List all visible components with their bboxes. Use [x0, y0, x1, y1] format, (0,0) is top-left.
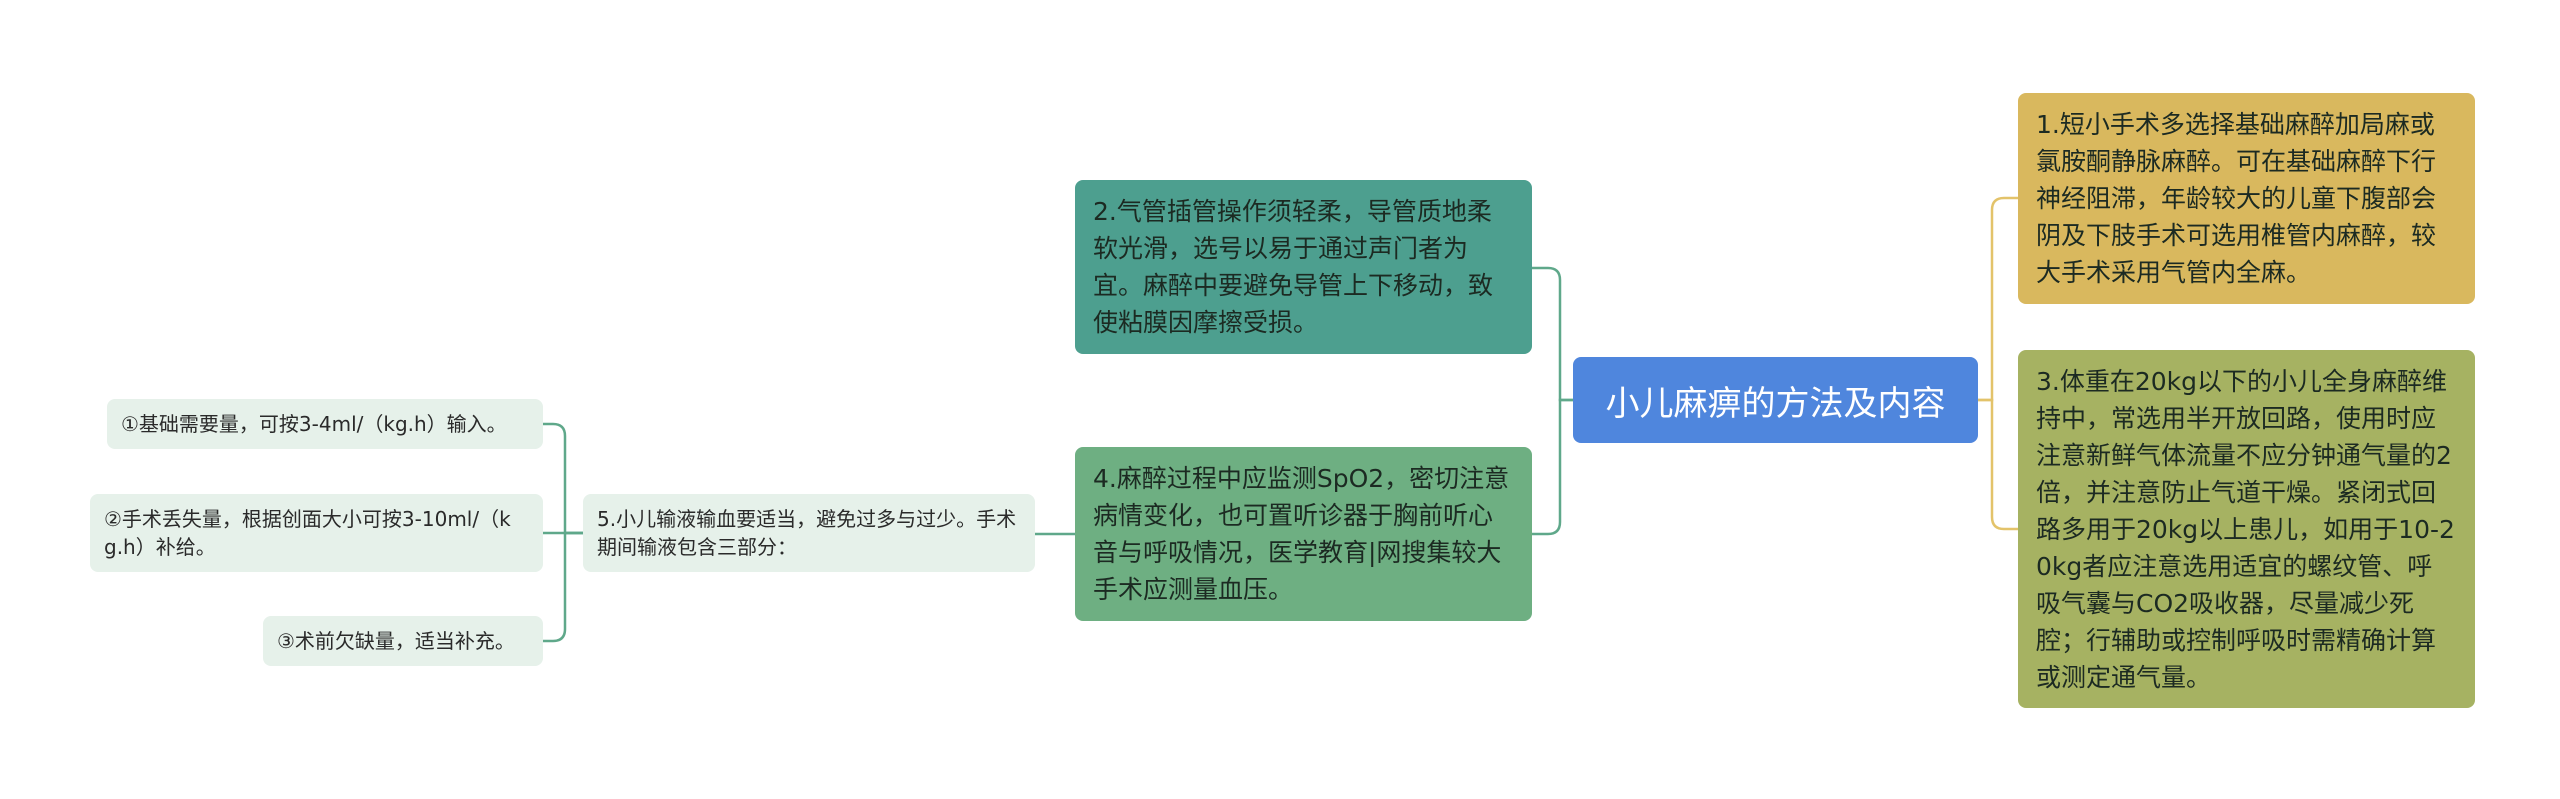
leaf-node-2[interactable]: ②手术丢失量，根据创面大小可按3-10ml/（kg.h）补给。 [90, 494, 543, 572]
leaf-node-3[interactable]: ③术前欠缺量，适当补充。 [263, 616, 543, 666]
branch-5-node[interactable]: 5.小儿输液输血要适当，避免过多与过少。手术期间输液包含三部分： [583, 494, 1035, 572]
connector-root-to-branch-1 [1978, 196, 2018, 402]
leaf-3-text: ③术前欠缺量，适当补充。 [277, 629, 515, 653]
root-topic-label: 小儿麻痹的方法及内容 [1605, 383, 1946, 424]
branch-1-node[interactable]: 1.短小手术多选择基础麻醉加局麻或氯胺酮静脉麻醉。可在基础麻醉下行神经阻滞，年龄… [2018, 93, 2475, 304]
branch-5-text: 5.小儿输液输血要适当，避免过多与过少。手术期间输液包含三部分： [597, 507, 1017, 559]
leaf-2-text: ②手术丢失量，根据创面大小可按3-10ml/（kg.h）补给。 [104, 507, 511, 559]
leaf-node-1[interactable]: ①基础需要量，可按3-4ml/（kg.h）输入。 [107, 399, 543, 449]
branch-1-text: 1.短小手术多选择基础麻醉加局麻或氯胺酮静脉麻醉。可在基础麻醉下行神经阻滞，年龄… [2036, 110, 2437, 287]
connector-root-to-branch-2 [1532, 266, 1573, 402]
connector-root-to-branch-4 [1532, 398, 1573, 536]
branch-2-text: 2.气管插管操作须轻柔，导管质地柔软光滑，选号以易于通过声门者为宜。麻醉中要避免… [1093, 197, 1494, 337]
branch-4-text: 4.麻醉过程中应监测SpO2，密切注意病情变化，也可置听诊器于胸前听心音与呼吸情… [1093, 464, 1510, 604]
branch-4-node[interactable]: 4.麻醉过程中应监测SpO2，密切注意病情变化，也可置听诊器于胸前听心音与呼吸情… [1075, 447, 1532, 621]
root-topic[interactable]: 小儿麻痹的方法及内容 [1573, 357, 1978, 443]
connector-sub-to-leaf-1 [543, 422, 583, 535]
branch-3-node[interactable]: 3.体重在20kg以下的小儿全身麻醉维持中，常选用半开放回路，使用时应注意新鲜气… [2018, 350, 2475, 708]
branch-2-node[interactable]: 2.气管插管操作须轻柔，导管质地柔软光滑，选号以易于通过声门者为宜。麻醉中要避免… [1075, 180, 1532, 354]
connector-root-to-branch-3 [1978, 398, 2018, 531]
connector-sub-to-leaf-3 [543, 531, 583, 643]
leaf-1-text: ①基础需要量，可按3-4ml/（kg.h）输入。 [121, 412, 507, 436]
branch-3-text: 3.体重在20kg以下的小儿全身麻醉维持中，常选用半开放回路，使用时应注意新鲜气… [2036, 366, 2455, 692]
